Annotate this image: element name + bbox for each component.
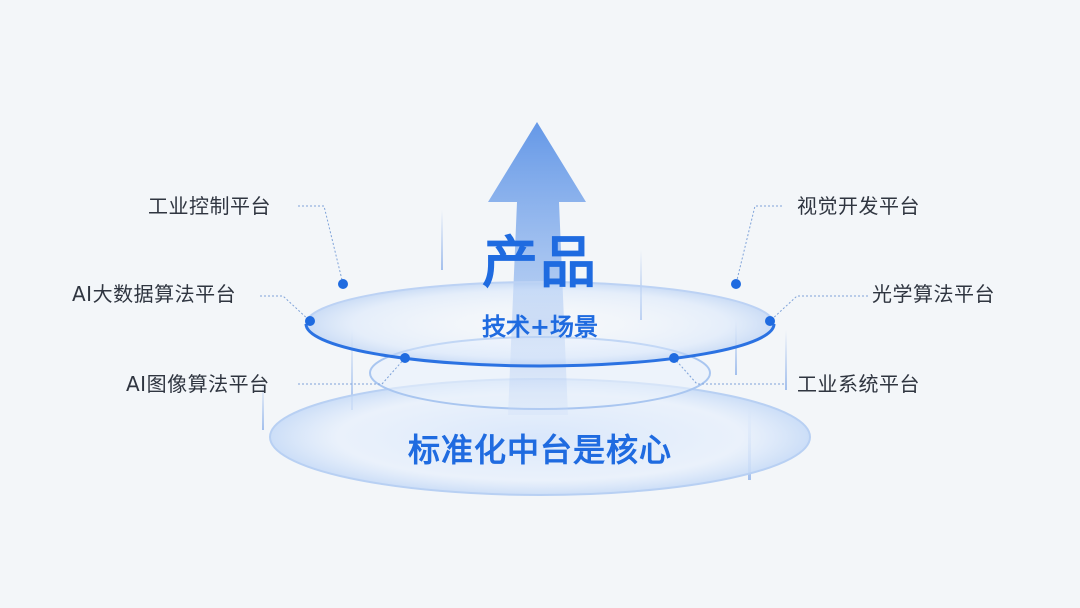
label-optical-algo: 光学算法平台 <box>872 282 995 306</box>
platform-front-edge <box>304 323 776 368</box>
platform-back-edge <box>305 281 775 325</box>
core-title: 标准化中台是核心 <box>407 431 672 469</box>
label-industrial-system: 工业系统平台 <box>797 372 920 396</box>
label-industrial-control: 工业控制平台 <box>148 194 271 218</box>
product-subtitle: 技术+场景 <box>481 313 599 341</box>
connector-dots <box>305 279 775 363</box>
platform-disc <box>306 282 774 366</box>
label-vision-dev: 视觉开发平台 <box>797 194 920 218</box>
label-ai-image: AI图像算法平台 <box>126 372 270 396</box>
connectors <box>260 205 868 385</box>
label-ai-bigdata: AI大数据算法平台 <box>72 282 237 306</box>
product-title: 产品 <box>482 231 598 296</box>
